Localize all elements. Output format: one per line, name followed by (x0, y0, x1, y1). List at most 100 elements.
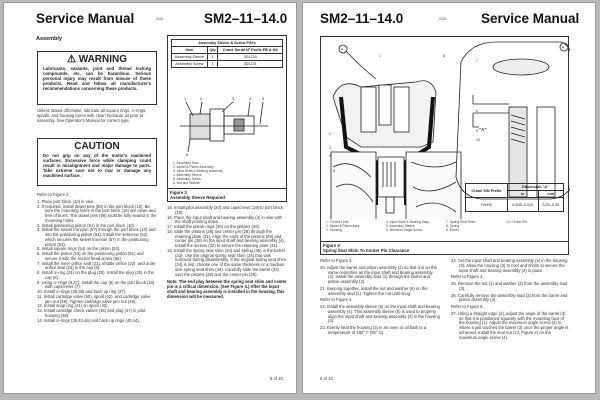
legend-item: 3. Input Shaft & Bearing Assembly (173, 168, 224, 173)
detail-a-marker: A (341, 48, 344, 52)
legend-item: 4. Assembly Sleeve (173, 172, 202, 177)
caption-title: Assembly Sleeve Required (170, 195, 225, 200)
steps-column-2: 24. Set the input shaft and bearing asse… (451, 258, 569, 342)
step-item: 24. Set the input shaft and bearing asse… (451, 258, 568, 273)
page-6: SM2–11–14.0 0101 Service Manual A A "A" … (302, 2, 596, 394)
col-header: mm (537, 190, 565, 198)
callout: 10 (476, 138, 480, 142)
caution-text: Do not grip on any of the motor's machin… (43, 153, 151, 178)
steps-column-1: Refer to Figure 2. 1. Place port block (… (37, 192, 157, 323)
caption-title: Spring Seat Shim To Center Pin Clearance (323, 248, 410, 253)
note: Note: The end play between the spring se… (167, 279, 287, 299)
legend-item: 9. Barrel (446, 227, 459, 232)
legend-item: 1. Control Lens (326, 220, 349, 224)
caption-number: Figure 4 (323, 243, 340, 248)
refer-note: Refer to Figure 6. (451, 304, 484, 309)
callout: 7 (476, 59, 478, 63)
callout: 4 (329, 154, 331, 158)
manual-title: Service Manual (481, 11, 580, 26)
legend-item: 7. Spring Seat Shim (446, 220, 476, 224)
legend-item: 6. Nut and Washer (173, 180, 201, 185)
cell: Assembly Screw (171, 60, 208, 68)
callout: 9 (476, 129, 478, 133)
col-header: Crane S/N Prefix (465, 183, 508, 198)
col-header: in (506, 190, 539, 198)
legend-item: 5. Assembly Sleeve (386, 223, 415, 228)
refer-note: Refer to Figure 1. (451, 274, 484, 280)
cell: 0.20–0.30 (537, 197, 565, 212)
cell: 3D1130 (217, 53, 283, 61)
assembly-sleeve-drawing: 1 2 3 4 5 6 (180, 96, 268, 156)
callout: 6 (186, 152, 189, 156)
refer-note: Refer to Figure 4. (320, 297, 353, 303)
step-item: 3. Install positioning piston (51) in th… (37, 222, 136, 228)
warning-triangle-icon: ⚠ (66, 54, 76, 65)
step-item: 16. Place the input shaft and bearing as… (167, 214, 282, 225)
page-number: 5 of 10 (270, 376, 283, 381)
step-item: 6. Install the piston (53) on the positi… (37, 251, 144, 261)
figure-4: A A "A" 1 2 3 4 5 6 7 8 9 10 Crane S/N P… (320, 36, 570, 255)
step-item: 9. Using o–rings (8,27), install the cap… (37, 279, 155, 290)
intro-text: Unless stated otherwise, lubricate all s… (37, 108, 147, 123)
warning-box: ⚠ WARNING Lubricants, sealants, joint an… (37, 51, 157, 105)
step-item: 17. Install the piston rings (30) on the… (167, 224, 261, 229)
callout: 4 (249, 96, 252, 101)
figure-caption: Figure 3 Assembly Sleeve Required (168, 188, 286, 201)
dimension-a-label: "A" (479, 127, 487, 132)
step-item: 23. Evenly heat the housing (3) in an ov… (320, 325, 427, 335)
cell: 3D1131 (217, 60, 283, 68)
doc-number: SM2–11–14.0 (204, 11, 288, 26)
callout: 2 (329, 132, 331, 136)
motor-cross-section-drawing: A A "A" 1 2 3 4 5 6 7 8 9 10 (329, 41, 570, 219)
callout: 3 (232, 96, 235, 101)
legend-item: 4. Input Shaft & Bearing Assy (386, 220, 429, 224)
table-title: Assembly Sleeve & Screw P/N's (171, 39, 283, 47)
legend-item: 10. Center Pin (506, 220, 528, 224)
step-item: 13. Install cartridge check valves (45) … (37, 308, 146, 318)
callout: 5 (333, 169, 335, 173)
page-5: Service Manual 0101 SM2–11–14.0 Assembly… (3, 2, 297, 394)
callout: 5 (262, 96, 265, 101)
step-item: 7. Install the inner orifice seal (21), … (37, 260, 156, 271)
step-item: 11. Install cartridge valve (50), spool … (37, 293, 151, 304)
step-item: 19. Install the spring seat shim (34) an… (167, 247, 286, 277)
section-heading: Assembly (36, 36, 62, 42)
legend-item: 3. Housing (326, 227, 342, 232)
caption-number: Figure 3 (170, 190, 187, 195)
step-item: 27. Using a straight edge (2), adjust th… (451, 310, 569, 340)
callout: 1 (379, 54, 381, 58)
step-item: 20. Adjust the barrel and piston assembl… (320, 264, 437, 284)
step-item: 21. Keeping together, install the nut an… (320, 285, 428, 296)
callout: 8 (476, 109, 478, 113)
cell: 1 (206, 60, 219, 68)
date-code: 0101 (156, 17, 164, 21)
step-item: 25. Remove the nut (1) and washer (2) fr… (451, 281, 568, 291)
refer-note: Refer to Figure 2. (37, 192, 70, 197)
page-number: 6 of 10 (320, 376, 333, 381)
callout: 1 (184, 96, 187, 101)
col-header: Item (171, 46, 208, 54)
col-header: Dimension "A" (506, 183, 565, 191)
figure-caption: Figure 4 Spring Seat Shim To Center Pin … (321, 241, 568, 254)
col-header: Qty (206, 46, 219, 54)
step-item: 1. Place port block (10) in vise. (37, 198, 95, 204)
cell: FB/H3 (465, 197, 508, 212)
warning-text: Lubricants, sealants, joint and thread l… (43, 66, 151, 91)
warning-title: WARNING (78, 54, 128, 65)
legend-item: 6. Minimum Angle Screw (386, 227, 423, 232)
legend-item: 5. Assembly Screw (173, 176, 201, 181)
cell: 0.008–0.010 (506, 197, 539, 212)
col-header: Crane Serial Nº Prefix FB & H3 (217, 46, 283, 54)
caution-title: CAUTION (74, 141, 120, 152)
step-item: 12. Install snap ring (41) on spool (42)… (37, 303, 109, 309)
doc-number: SM2–11–14.0 (320, 11, 404, 26)
step-item: 14. Install o–rings (39,43,46) and back … (37, 317, 140, 323)
callout: 2 (200, 96, 203, 101)
cell: Assembly Sleeve (171, 53, 208, 61)
